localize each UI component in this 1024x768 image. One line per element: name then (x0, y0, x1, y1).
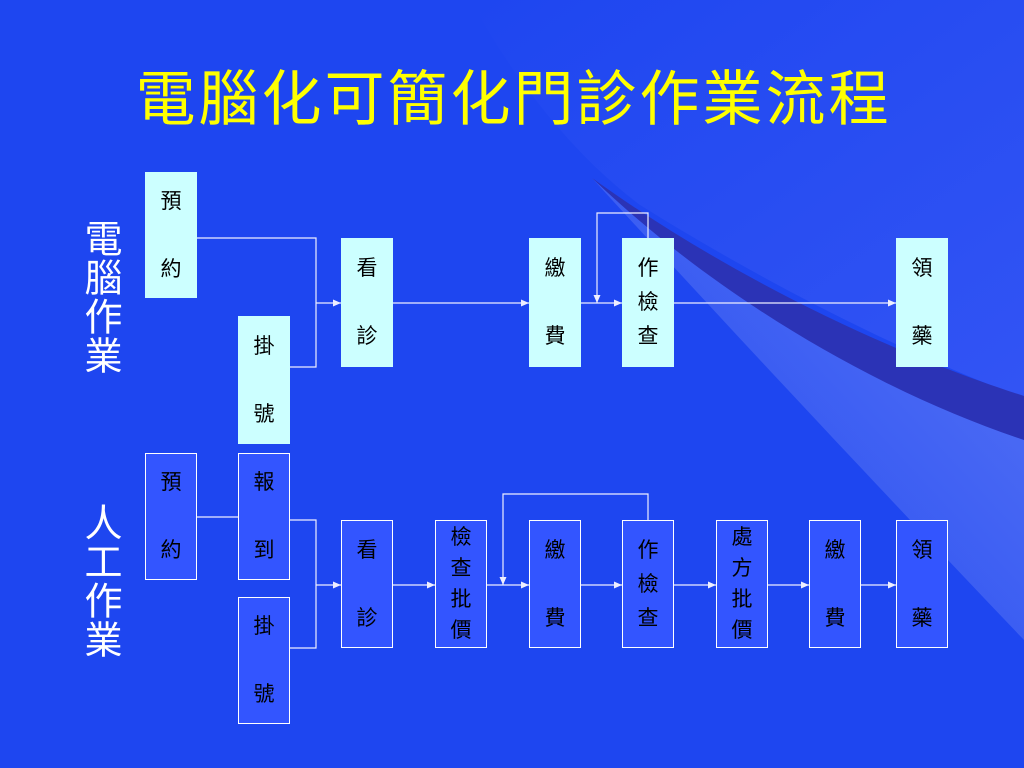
step-char: 檢 (450, 525, 472, 549)
step-char: 作 (637, 256, 659, 280)
computer-step-reservation: 預約 (145, 172, 197, 298)
step-char: 價 (731, 618, 753, 642)
step-char: 領 (911, 537, 933, 562)
loop-arrow-examination-return (499, 493, 649, 585)
step-char: 約 (160, 538, 182, 562)
step-label: 報到 (253, 472, 275, 561)
computer-step-pharmacy: 領藥 (896, 238, 948, 367)
step-char: 診 (356, 605, 378, 630)
manual-step-prescription-billing: 處方批價 (716, 520, 768, 648)
manual-step-pharmacy: 領藥 (896, 520, 948, 648)
computer-step-consultation: 看診 (341, 238, 393, 367)
step-label: 繳費 (824, 537, 846, 630)
step-char: 掛 (253, 614, 275, 638)
step-char: 查 (637, 324, 659, 348)
step-char: 查 (637, 605, 659, 630)
step-char: 批 (731, 587, 753, 611)
step-char: 到 (253, 538, 275, 562)
computer-flow-label: 電腦作業 (78, 219, 122, 375)
background-dark-ribbon (592, 178, 1024, 440)
manual-step-consultation: 看診 (341, 520, 393, 648)
step-label: 領藥 (911, 258, 933, 347)
step-char: 約 (160, 256, 182, 281)
manual-step-exam-billing: 檢查批價 (435, 520, 487, 648)
step-char: 預 (160, 188, 182, 213)
step-char: 查 (450, 556, 472, 580)
step-char: 號 (253, 682, 275, 706)
step-char: 費 (824, 605, 846, 630)
manual-step-checkin: 報到 (238, 453, 290, 580)
step-char: 報 (253, 470, 275, 494)
background-light-sweep (470, 0, 1024, 398)
step-label: 掛號 (253, 616, 275, 705)
step-char: 繳 (544, 256, 566, 280)
step-char: 繳 (544, 537, 566, 562)
step-char: 看 (356, 256, 378, 280)
step-char: 檢 (637, 290, 659, 314)
step-label: 掛號 (253, 333, 275, 426)
step-char: 方 (731, 556, 753, 580)
slide-title: 電腦化可簡化門診作業流程 (135, 65, 892, 135)
step-char: 藥 (911, 605, 933, 630)
step-char: 看 (356, 537, 378, 562)
step-char: 檢 (637, 571, 659, 596)
step-label: 看診 (356, 537, 378, 630)
step-char: 批 (450, 587, 472, 611)
manual-flow-label: 人工作業 (78, 503, 122, 659)
step-char: 預 (160, 470, 182, 494)
step-char: 掛 (253, 333, 275, 358)
step-label: 作檢查 (637, 537, 659, 630)
step-char: 繳 (824, 537, 846, 562)
manual-step-registration: 掛號 (238, 597, 290, 724)
computer-step-examination: 作檢查 (622, 238, 674, 367)
step-char: 作 (637, 537, 659, 562)
manual-step-payment: 繳費 (529, 520, 581, 648)
step-label: 處方批價 (731, 527, 753, 641)
loop-arrow-examination-return (593, 212, 649, 303)
step-label: 看診 (356, 258, 378, 347)
computer-step-payment: 繳費 (529, 238, 581, 367)
connector-checkin-registration-merge (290, 519, 317, 649)
computer-step-registration: 掛號 (238, 316, 290, 444)
step-label: 檢查批價 (450, 527, 472, 641)
step-char: 費 (544, 324, 566, 348)
step-label: 作檢查 (637, 258, 659, 347)
step-label: 領藥 (911, 537, 933, 630)
step-label: 預約 (160, 188, 182, 281)
step-char: 費 (544, 605, 566, 630)
step-label: 繳費 (544, 537, 566, 630)
step-label: 預約 (160, 472, 182, 561)
step-char: 診 (356, 324, 378, 348)
manual-step-reservation: 預約 (145, 453, 197, 580)
step-char: 號 (253, 401, 275, 426)
manual-step-payment-second: 繳費 (809, 520, 861, 648)
step-char: 價 (450, 618, 472, 642)
manual-step-examination: 作檢查 (622, 520, 674, 648)
step-char: 領 (911, 256, 933, 280)
step-char: 藥 (911, 324, 933, 348)
step-label: 繳費 (544, 258, 566, 347)
step-char: 處 (731, 525, 753, 549)
